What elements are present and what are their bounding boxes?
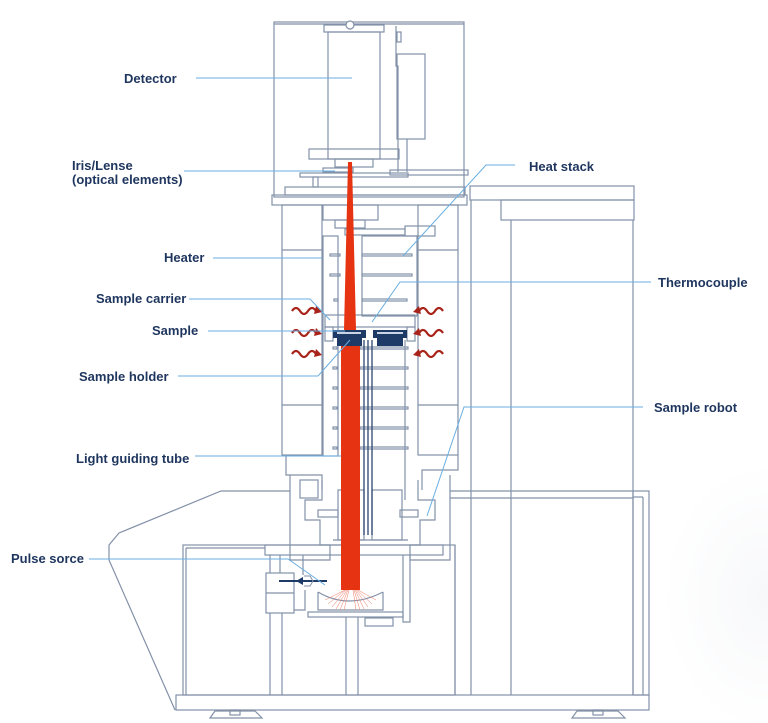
foot-right bbox=[570, 710, 627, 719]
label-pulse-source: Pulse sorce bbox=[11, 551, 84, 566]
base-plate bbox=[175, 694, 650, 711]
beam-rays bbox=[324, 589, 377, 611]
leader-lines bbox=[89, 77, 651, 586]
leader-sample-carrier bbox=[189, 298, 331, 321]
leader-sample-holder bbox=[178, 339, 351, 377]
label-sample: Sample bbox=[152, 323, 199, 338]
light-beam bbox=[324, 162, 377, 611]
leader-heat-stack bbox=[402, 164, 515, 257]
instrument-outline bbox=[108, 20, 650, 719]
cabinet-top bbox=[469, 185, 635, 201]
detector-housing bbox=[273, 21, 465, 198]
leader-pulse-source bbox=[89, 558, 326, 586]
beam-lower bbox=[341, 330, 360, 590]
label-iris-line2: (optical elements) bbox=[72, 172, 183, 187]
wavy-arrow-icon bbox=[413, 306, 444, 316]
foot-left bbox=[208, 710, 264, 719]
thermocouple-tubes bbox=[363, 340, 373, 535]
label-iris-line1: Iris/Lense bbox=[72, 158, 133, 173]
wavy-arrow-icon bbox=[291, 328, 322, 338]
label-iris: Iris/Lense (optical elements) bbox=[72, 159, 183, 187]
heater-housing-left bbox=[281, 204, 323, 456]
label-heater: Heater bbox=[164, 250, 205, 265]
detector-knob bbox=[345, 20, 355, 30]
wavy-arrow-icon bbox=[291, 349, 322, 359]
label-light-guiding-tube: Light guiding tube bbox=[76, 451, 190, 466]
label-sample-carrier: Sample carrier bbox=[96, 291, 187, 306]
wavy-arrow-icon bbox=[413, 328, 444, 338]
wavy-arrow-icon bbox=[291, 306, 322, 316]
detector-electronics bbox=[396, 53, 426, 140]
wavy-arrow-icon bbox=[413, 349, 444, 359]
label-detector: Detector bbox=[124, 71, 177, 86]
label-sample-robot: Sample robot bbox=[654, 400, 738, 415]
leader-sample-robot bbox=[426, 406, 643, 517]
label-heat-stack: Heat stack bbox=[529, 159, 595, 174]
background-glow bbox=[668, 470, 768, 723]
leader-thermocouple bbox=[371, 281, 651, 323]
sample-carrier bbox=[324, 314, 416, 328]
heat-waves bbox=[291, 306, 444, 359]
samples bbox=[333, 330, 407, 346]
reflector bbox=[317, 591, 384, 602]
label-sample-holder: Sample holder bbox=[79, 369, 169, 384]
beam-upper bbox=[344, 162, 356, 330]
label-thermocouple: Thermocouple bbox=[658, 275, 748, 290]
detector-body bbox=[327, 31, 381, 160]
